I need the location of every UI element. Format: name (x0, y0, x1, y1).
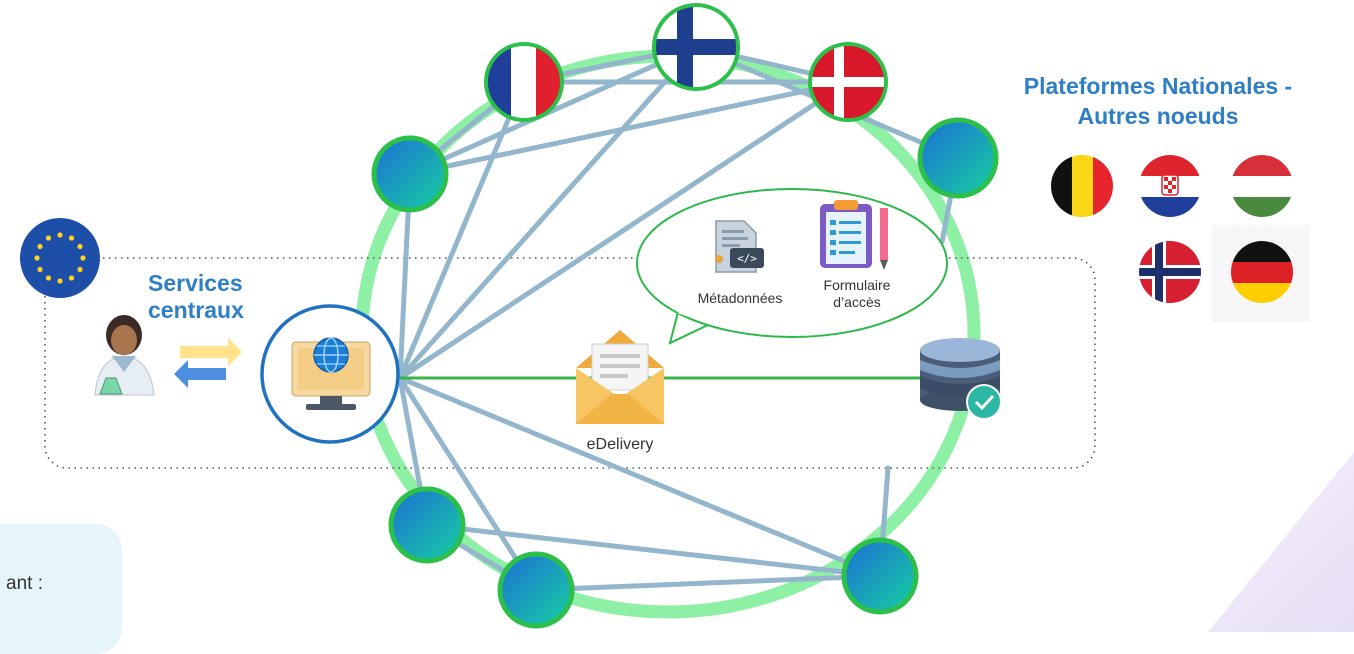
metadata-file-icon: </> (715, 220, 764, 273)
nodes-title-line2: Autres noeuds (1077, 103, 1239, 129)
central-services-box (44, 257, 1096, 469)
services-title-line2: centraux (148, 297, 244, 323)
envelope-icon (576, 330, 664, 424)
web-portal-icon (260, 304, 400, 444)
speech-bubble (636, 188, 948, 345)
database-check-icon (920, 338, 1002, 420)
access-form-icon (820, 200, 888, 270)
belgium-flag-icon (1051, 155, 1113, 217)
european-union-flag-icon (20, 218, 100, 298)
germany-flag-icon (1231, 241, 1293, 303)
network-node (917, 117, 999, 199)
note-text: ant : (6, 573, 43, 594)
croatia-flag-icon (1139, 155, 1201, 217)
metadata-label: Métadonnées (697, 290, 783, 306)
france-flag-icon (484, 42, 564, 122)
architecture-diagram: </> (20, 3, 1293, 629)
hungary-flag-icon (1231, 155, 1293, 217)
denmark-flag-icon (808, 42, 888, 122)
form-label-line2: d’accès (833, 294, 881, 310)
finland-flag-icon (652, 3, 740, 91)
researcher-icon (94, 315, 155, 396)
network-node (841, 537, 919, 615)
network-node (497, 551, 575, 629)
nodes-title-line1: Plateformes Nationales - (1023, 73, 1293, 99)
norway-flag-icon (1139, 241, 1201, 303)
svg-text:</>: </> (737, 252, 757, 265)
services-title-line1: Services (148, 270, 243, 296)
exchange-arrows-icon (174, 338, 242, 388)
form-label-line1: Formulaire (823, 277, 891, 293)
network-node (371, 135, 449, 213)
edelivery-label: eDelivery (586, 436, 654, 453)
network-node (388, 486, 466, 564)
